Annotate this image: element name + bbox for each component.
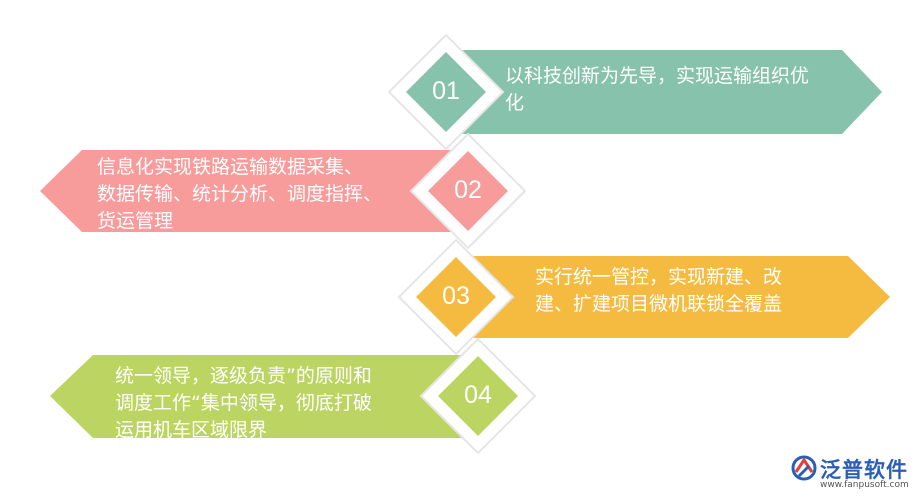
step-2-text: 信息化实现铁路运输数据采集、 数据传输、统计分析、调度指挥、 货运管理	[97, 154, 382, 235]
logo-name: 泛普软件	[820, 458, 908, 482]
step-3-line-2: 建、扩建项目微机联锁全覆盖	[535, 293, 783, 315]
step-3-diamond	[397, 238, 515, 356]
step-2-line-2: 数据传输、统计分析、调度指挥、	[97, 183, 383, 205]
step-4-line-3: 运用机车区域限界	[115, 419, 268, 441]
step-4-arrow	[50, 355, 475, 438]
step-1-number: 01	[432, 77, 460, 105]
step-3-arrow	[462, 256, 890, 338]
step-2-line-3: 货运管理	[97, 210, 174, 232]
step-2-diamond	[409, 132, 527, 250]
step-1-line-1: 以科技创新为先导，实现运输组织优	[505, 65, 810, 87]
step-2-arrow	[40, 150, 468, 232]
step-4-number: 04	[464, 381, 492, 409]
step-3-number: 03	[442, 282, 470, 310]
step-3-line-1: 实行统一管控，实现新建、改	[535, 266, 783, 288]
step-4-text: 统一领导，逐级负责”的原则和 调度工作“集中领导，彻底打破 运用机车区域限界	[115, 363, 372, 444]
step-4-diamond	[419, 337, 537, 455]
step-1-line-2: 化	[505, 92, 525, 114]
step-1-arrow	[440, 50, 882, 134]
step-2-line-1: 信息化实现铁路运输数据采集、	[97, 156, 364, 178]
logo-url: www.fanpusoft.com	[820, 480, 909, 490]
step-1-text: 以科技创新为先导，实现运输组织优 化	[505, 63, 809, 117]
brand-logo: 泛普软件 www.fanpusoft.com	[790, 452, 915, 494]
step-3-text: 实行统一管控，实现新建、改 建、扩建项目微机联锁全覆盖	[535, 264, 782, 318]
step-2-number: 02	[454, 176, 482, 204]
step-4-line-2: 调度工作“集中领导，彻底打破	[115, 392, 372, 414]
fanpu-logo-icon	[791, 455, 817, 481]
step-4-line-1: 统一领导，逐级负责”的原则和	[115, 365, 372, 387]
step-1-diamond	[387, 33, 505, 151]
